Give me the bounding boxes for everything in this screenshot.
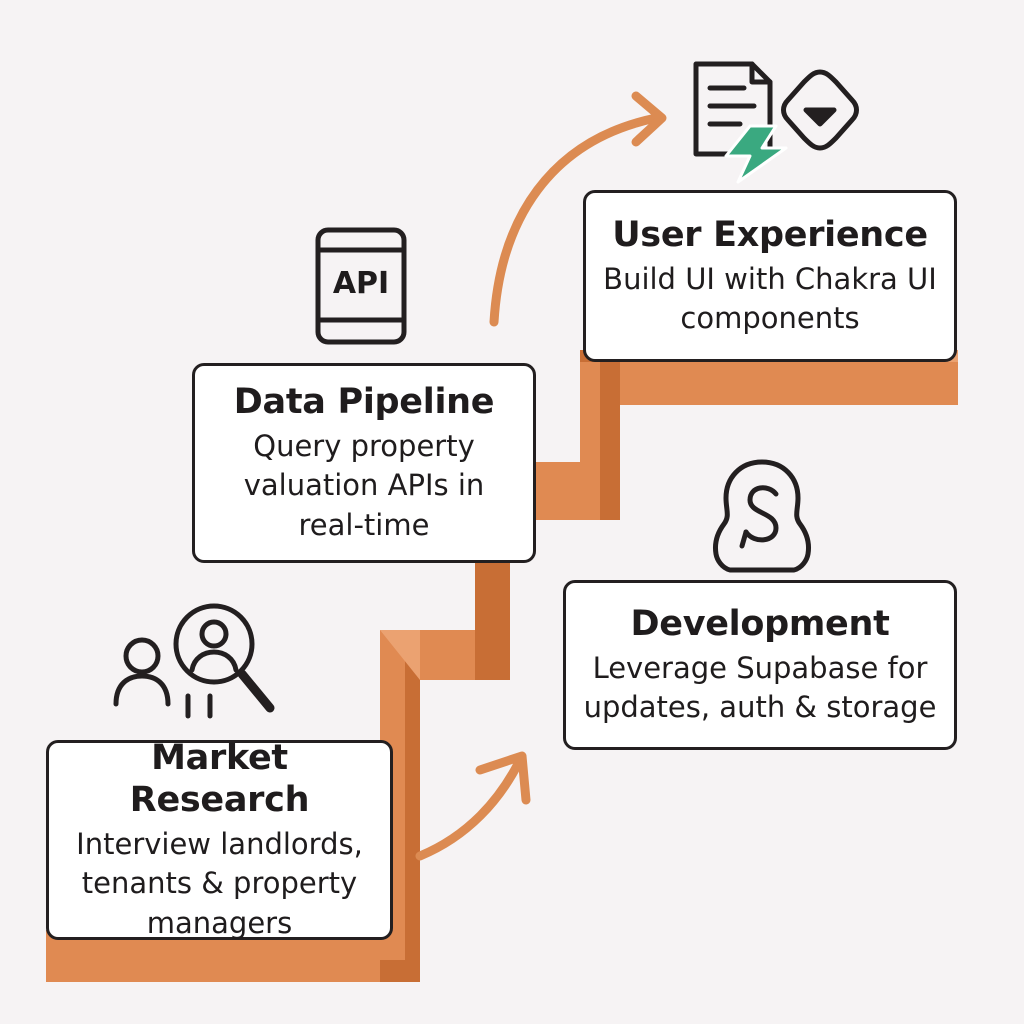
arrow-market-to-development	[415, 751, 531, 861]
arrow-curve-lower	[415, 755, 525, 861]
card-title: Data Pipeline	[233, 381, 495, 422]
card-development: Development Leverage Supabase for update…	[563, 580, 957, 750]
card-description: Build UI with Chakra UI components	[603, 261, 937, 335]
api-device-icon: API	[314, 226, 408, 346]
stair-riser-4	[580, 350, 620, 520]
card-user-experience: User Experience Build UI with Chakra UI …	[583, 190, 957, 362]
card-description: Query property valuation APIs in real-ti…	[243, 428, 485, 542]
stair-step-1	[46, 930, 420, 982]
stair-riser-2	[475, 560, 510, 680]
arrow-pipeline-to-ux	[489, 91, 667, 327]
card-title: User Experience	[612, 214, 928, 255]
card-description: Leverage Supabase for updates, auth & st…	[583, 650, 937, 724]
card-data-pipeline: Data Pipeline Query property valuation A…	[192, 363, 536, 563]
document-bolt-diamond-icon	[690, 58, 860, 186]
supabase-logo-icon	[712, 458, 812, 578]
arrow-head-lower	[475, 751, 531, 805]
stair-step-4	[600, 362, 958, 405]
people-search-icon	[110, 600, 290, 725]
arrow-head-upper	[631, 91, 667, 147]
api-label: API	[332, 266, 390, 301]
stair-step-3	[535, 350, 620, 520]
card-description: Interview landlords, tenants & property …	[76, 826, 363, 940]
card-market-research: Market Research Interview landlords, ten…	[46, 737, 393, 940]
card-title: Market Research	[129, 737, 310, 820]
arrow-curve-upper	[489, 113, 661, 327]
card-title: Development	[630, 603, 890, 644]
